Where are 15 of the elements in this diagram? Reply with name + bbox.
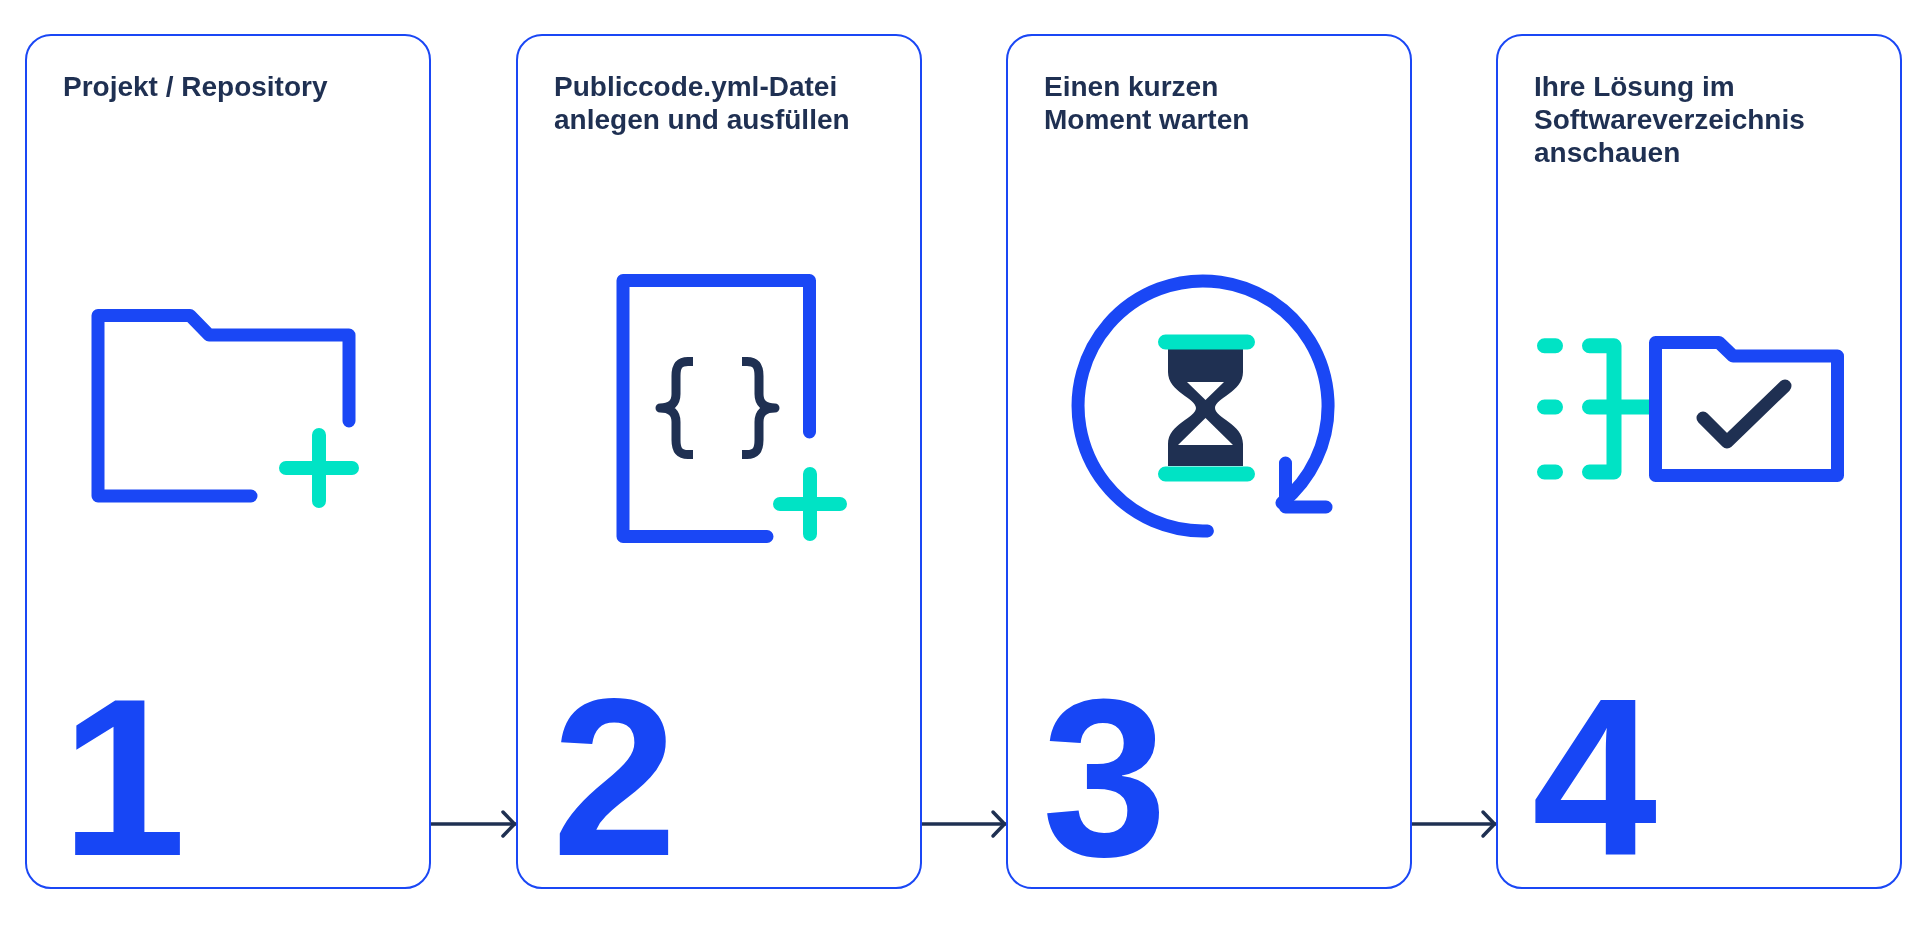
step-heading: Ihre Lösung im Softwareverzeichnis anschauen — [1534, 70, 1806, 169]
step-heading: Projekt / Repository — [63, 70, 329, 103]
step-card — [25, 34, 431, 889]
arrow — [1412, 810, 1497, 838]
step-number: 3 — [1042, 665, 1168, 890]
step-heading: Einen kurzen Moment warten — [1044, 70, 1251, 136]
step-card — [1496, 34, 1902, 889]
step-number: 4 — [1532, 665, 1658, 890]
arrow — [922, 810, 1007, 838]
step-number: 1 — [61, 665, 187, 890]
step-card — [1006, 34, 1412, 889]
arrow — [431, 810, 517, 838]
step-number: 2 — [552, 665, 678, 890]
step-card — [516, 34, 922, 889]
step-heading: Publiccode.yml-Datei anlegen und ausfüllen — [554, 70, 851, 136]
